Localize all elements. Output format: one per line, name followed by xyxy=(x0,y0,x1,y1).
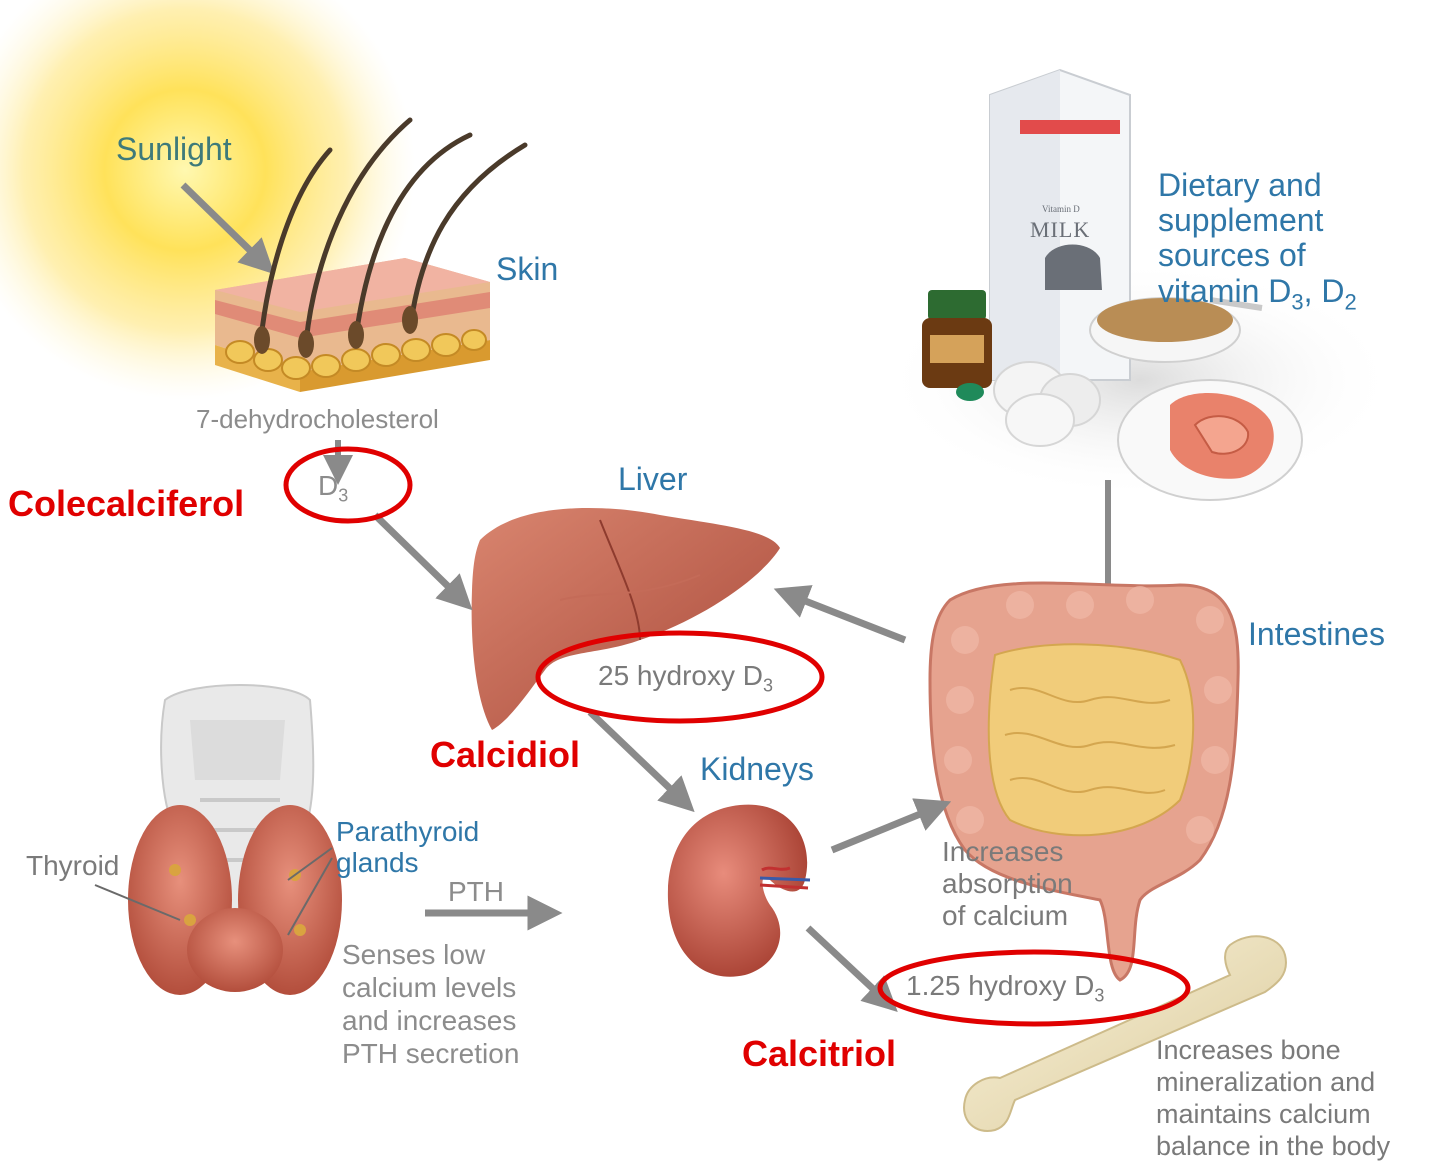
calcidiol-annotation: Calcidiol xyxy=(430,735,580,775)
parathyroid-line-2: glands xyxy=(336,847,479,878)
bone-note-line-3: maintains calcium xyxy=(1156,1099,1390,1131)
pth-note-line-1: Senses low xyxy=(342,938,519,971)
intestines-label: Intestines xyxy=(1248,617,1385,653)
sunlight-label: Sunlight xyxy=(116,132,232,168)
kidney-illustration xyxy=(668,805,810,977)
d3-to-liver-arrow xyxy=(375,515,460,598)
hydroxy25-label: 25 hydroxy D3 xyxy=(598,660,773,696)
calcitriol-annotation: Calcitriol xyxy=(742,1034,896,1074)
colecalciferol-annotation: Colecalciferol xyxy=(8,484,244,524)
parathyroid-line-1: Parathyroid xyxy=(336,816,479,847)
bone-note: Increases bone mineralization and mainta… xyxy=(1156,1035,1390,1162)
intestine-note-line-1: Increases xyxy=(942,836,1073,868)
pth-note-line-4: PTH secretion xyxy=(342,1037,519,1070)
milk-carton-text: MILK xyxy=(1030,218,1090,243)
skin-label: Skin xyxy=(496,252,558,288)
d3-subscript: 3 xyxy=(338,486,348,506)
dietary-sub-3: 3 xyxy=(1291,289,1303,314)
dietary-line-3: sources of xyxy=(1158,238,1357,273)
dietary-sources-label: Dietary and supplement sources of vitami… xyxy=(1158,168,1357,314)
bone-note-line-2: mineralization and xyxy=(1156,1067,1390,1099)
hydroxy125-subscript: 3 xyxy=(1094,986,1104,1006)
liver-to-kidney-arrow xyxy=(590,712,682,800)
dietary-line-1: Dietary and xyxy=(1158,168,1357,203)
hydroxy125-text: 1.25 hydroxy D xyxy=(906,970,1094,1001)
d3-label: D3 xyxy=(318,470,348,506)
dietary-sub-2: 2 xyxy=(1345,289,1357,314)
bone-note-line-1: Increases bone xyxy=(1156,1035,1390,1067)
pth-note-line-3: and increases xyxy=(342,1004,519,1037)
kidneys-label: Kidneys xyxy=(700,752,814,788)
intestine-note-line-3: of calcium xyxy=(942,900,1073,932)
pth-note: Senses low calcium levels and increases … xyxy=(342,938,519,1070)
bone-note-line-4: balance in the body xyxy=(1156,1131,1390,1163)
precursor-label: 7-dehydrocholesterol xyxy=(196,405,439,434)
milk-carton-small-text: Vitamin D xyxy=(1042,204,1080,214)
pth-note-line-2: calcium levels xyxy=(342,971,519,1004)
parathyroid-label: Parathyroid glands xyxy=(336,816,479,879)
liver-illustration xyxy=(472,508,780,730)
kidney-to-intestines-arrow xyxy=(832,808,935,850)
thyroid-illustration xyxy=(128,685,342,995)
dietary-line-2: supplement xyxy=(1158,203,1357,238)
dietary-vitamin-text: vitamin D xyxy=(1158,273,1291,309)
dietary-mid-text: , D xyxy=(1304,273,1345,309)
thyroid-label: Thyroid xyxy=(26,850,119,881)
dietary-line-4: vitamin D3, D2 xyxy=(1158,274,1357,315)
hydroxy25-subscript: 3 xyxy=(763,676,773,696)
kidney-to-bone-arrow xyxy=(808,928,885,1000)
d3-text: D xyxy=(318,470,338,501)
hydroxy25-text: 25 hydroxy D xyxy=(598,660,763,691)
intestine-note: Increases absorption of calcium xyxy=(942,836,1073,932)
intestine-note-line-2: absorption xyxy=(942,868,1073,900)
hydroxy125-label: 1.25 hydroxy D3 xyxy=(906,970,1104,1006)
liver-label: Liver xyxy=(618,462,687,498)
intestines-to-liver-arrow xyxy=(790,595,905,640)
pth-label: PTH xyxy=(448,876,504,907)
